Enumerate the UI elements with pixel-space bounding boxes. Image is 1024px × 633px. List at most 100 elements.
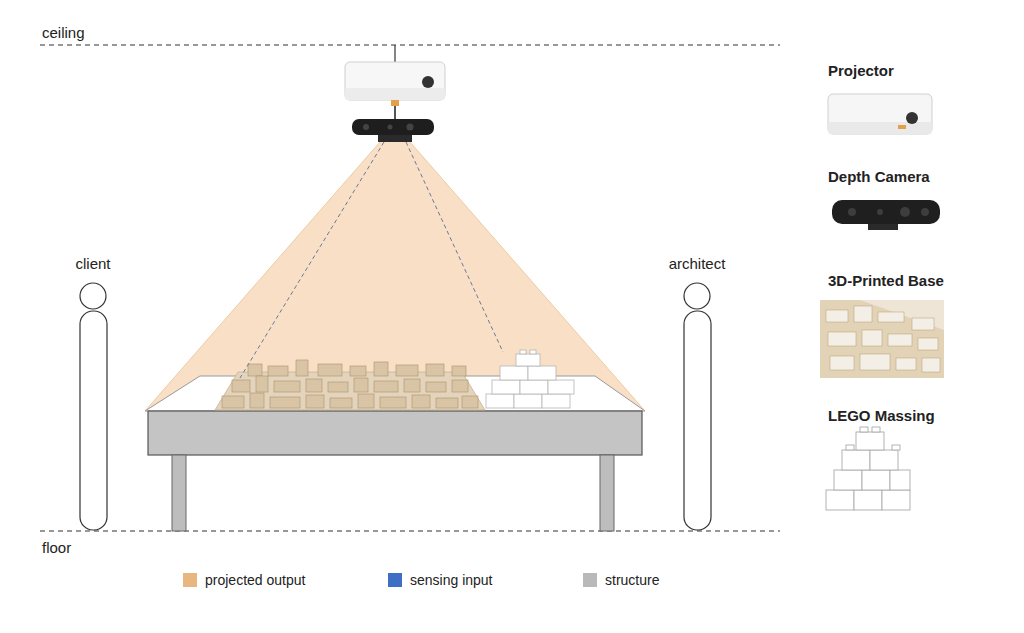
projection-cone [145,142,380,411]
ceiling-depth-camera [352,119,434,142]
ceiling-projector [345,45,445,119]
sensing-lines [406,142,503,352]
city-base-model [306,395,324,408]
city-base-model [296,360,308,376]
printed-base-picture [826,306,940,372]
city-base-model [318,364,342,376]
city-base-model [462,396,478,408]
city-base-model [350,366,366,376]
lego-massing-model [530,350,536,354]
city-base-model [404,379,420,392]
lego-massing-model [500,366,528,380]
ceiling-projector [422,76,434,88]
part-heading: Projector [828,62,894,80]
legend-item: structure [583,571,659,589]
floor-label: floor [42,539,71,557]
table [145,376,645,531]
projector-picture [898,125,906,129]
printed-base-picture [912,318,934,330]
projector-picture [828,94,932,134]
city-base-model [436,398,458,408]
floor-line [40,531,780,532]
client-figure [80,283,107,530]
ceiling-depth-camera [352,119,434,135]
person-label: architect [669,255,726,273]
printed-base-picture [826,310,848,322]
lego-massing-model [548,380,574,394]
lego-massing-model [486,394,514,408]
ceiling-depth-camera [363,124,369,130]
city-base-model [215,372,485,410]
printed-base-picture [888,334,912,346]
lego-picture [826,427,910,510]
city-base-model [256,376,268,392]
projector-picture [828,94,932,134]
printed-base-picture [828,332,856,346]
lego-picture [826,490,854,510]
lego-picture [882,490,910,510]
table [148,411,642,455]
lego-picture [860,427,868,432]
printed-base-picture [862,330,882,346]
printed-base-picture [820,300,944,378]
printed-base-picture [820,300,944,378]
ceiling-projector [391,100,399,106]
city-base-model [222,396,244,408]
printed-base-picture [854,306,872,322]
legend-swatch [183,573,197,587]
architect-figure [684,311,711,530]
client-figure [80,283,106,309]
city-base-model [452,380,468,392]
sensing-lines [240,142,503,378]
lego-picture [870,450,898,470]
printed-base-picture [860,354,890,370]
ceiling-projector [394,106,396,119]
ceiling-label: ceiling [42,24,85,42]
legend-item: sensing input [388,571,493,589]
lego-massing-model [516,354,540,366]
lego-massing-model [528,366,556,380]
ceiling-projector [345,62,445,100]
city-base-model [306,379,322,392]
city-base-model [426,382,446,392]
ceiling-line [40,45,780,46]
printed-base-picture [922,358,940,372]
legend-swatch [583,573,597,587]
depth-camera-picture [868,224,898,230]
depth-camera-picture [832,200,940,230]
lego-massing-model [486,350,574,408]
lego-picture [854,490,882,510]
floor-line [40,530,780,531]
ceiling-depth-camera [378,135,412,142]
projection-cone [145,142,645,411]
city-base-model [374,362,388,376]
depth-camera-picture [877,209,883,215]
city-base-model [270,397,300,408]
city-base-model [328,382,348,392]
lego-picture [846,445,854,450]
city-base-model [452,366,466,376]
city-base-model [215,360,485,410]
city-base-model [374,381,398,392]
part-heading: Depth Camera [828,168,930,186]
lego-picture [856,432,884,450]
lego-massing-model [542,394,570,408]
lego-massing-model [520,380,548,394]
part-heading: 3D-Printed Base [828,272,944,290]
ceiling-projector [345,88,445,100]
lego-massing-model [514,394,542,408]
lego-massing-model [520,350,526,354]
lego-picture [892,445,900,450]
city-base-model [330,398,352,408]
lego-picture [872,427,880,432]
printed-base-picture [878,312,904,322]
legend-text: sensing input [410,571,493,589]
table [172,455,186,531]
projector-picture [906,112,918,124]
city-base-model [274,381,300,392]
city-base-model [354,378,368,392]
client-figure [80,311,107,530]
projection-cone [145,142,645,411]
